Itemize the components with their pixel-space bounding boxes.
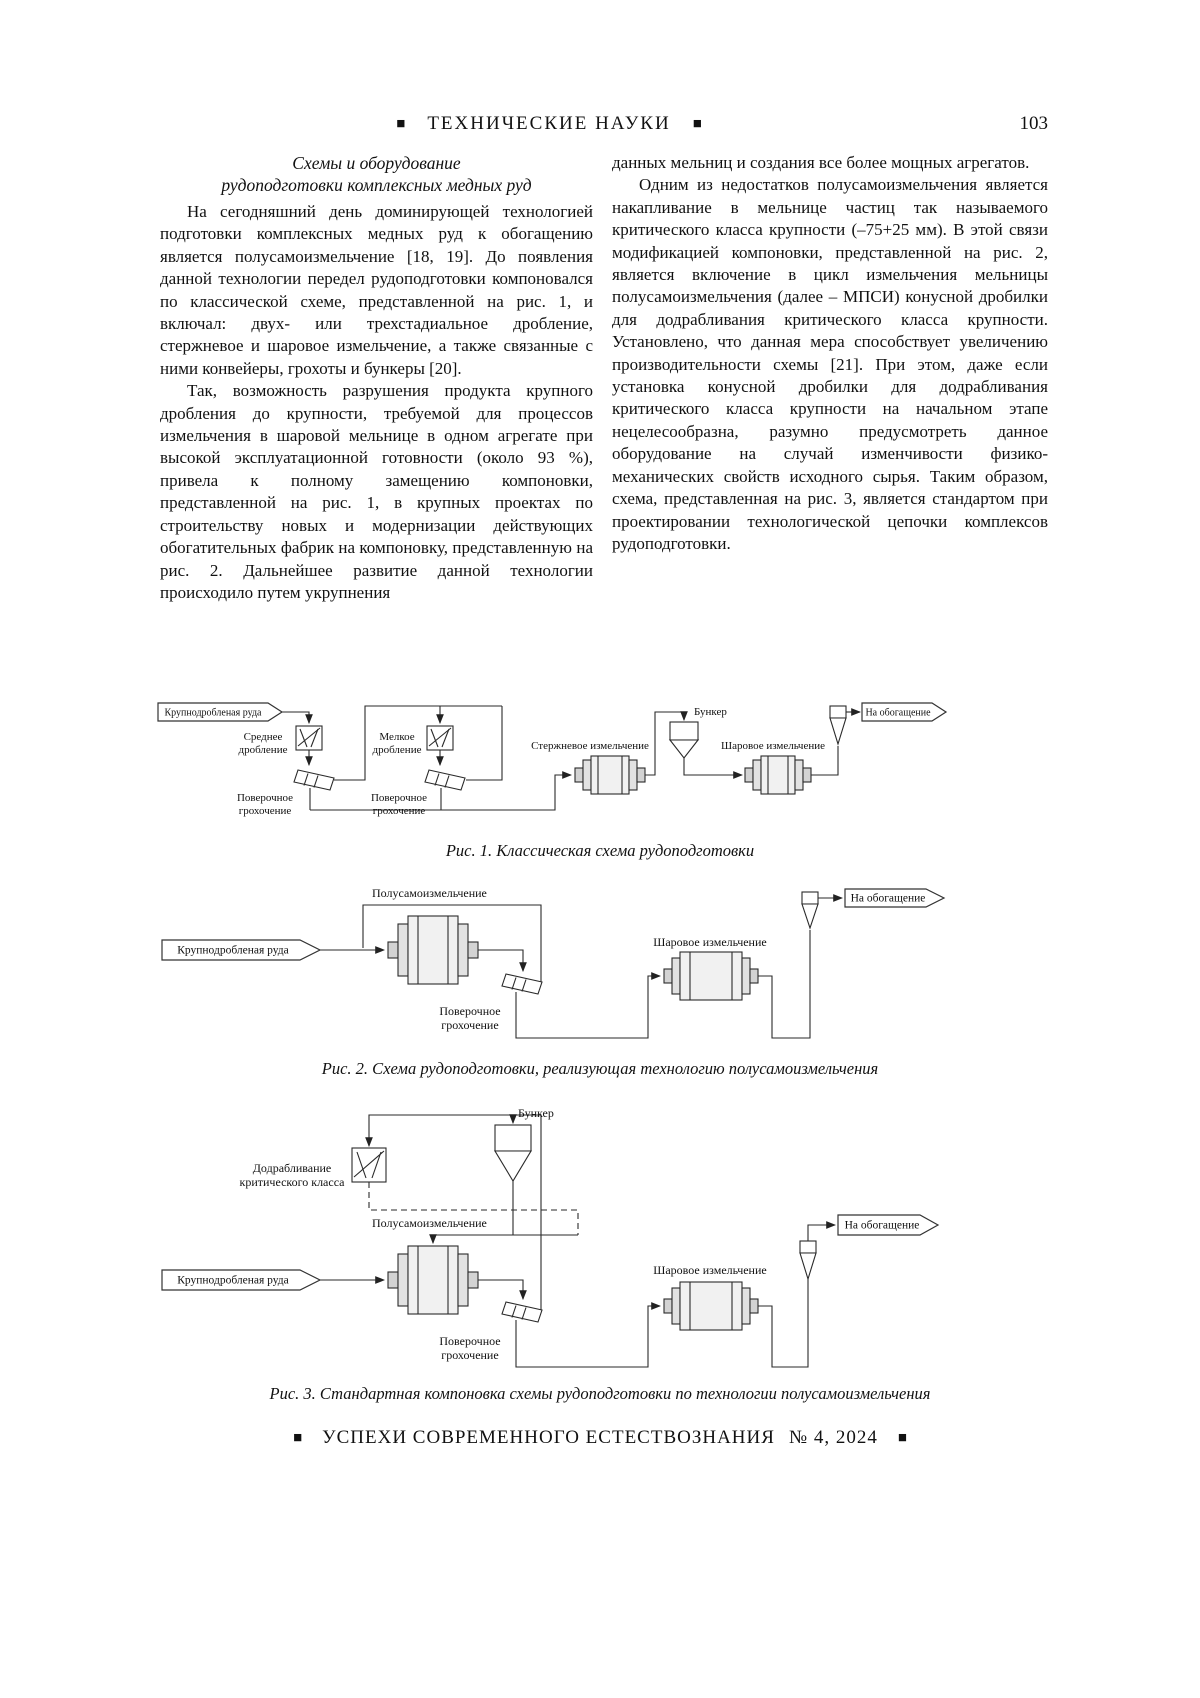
fig1-rod-mill-icon: [574, 755, 646, 795]
fig3-sag-feed-line: [429, 1234, 578, 1245]
fig1-bunker-icon: [668, 721, 700, 759]
label-check-screening-2: Поверочное грохочение: [370, 792, 428, 817]
fig1-fine-crusher-icon: [426, 725, 454, 751]
label-check-screening: Поверочное грохочение: [439, 1004, 501, 1032]
page-header: ■ ТЕХНИЧЕСКИЕ НАУКИ ■ 103: [160, 113, 1048, 139]
label-sag-milling: Полусамоизмельчение: [372, 886, 487, 900]
fig2-recycle-line: [362, 904, 542, 983]
label-ball-milling: Шаровое измельчение: [653, 935, 767, 949]
fig3-ball-mill-icon: [663, 1281, 759, 1331]
fig3-check-screen-icon: [501, 1301, 543, 1323]
label-ball-milling: Шаровое измельчение: [653, 1263, 767, 1277]
fig1-check-screen-icon-2: [424, 769, 466, 791]
label-rod-milling: Стержневое измельчение: [531, 740, 649, 752]
fig1-oversize-line: [334, 705, 502, 781]
fig2-input-tag-label: Крупнодробленая руда: [177, 945, 289, 957]
figure-1-caption: Рис. 1. Классическая схема рудоподготовк…: [445, 841, 755, 860]
fig1-line: [811, 746, 839, 776]
fig1-collector-line: [310, 771, 573, 811]
fig2-undersize-line: [515, 972, 662, 1039]
fig1-line: [683, 758, 744, 779]
fig2-output-tag: На обогащение: [844, 888, 946, 908]
paragraph: Одним из недостатков полусамоизмельчения…: [612, 175, 1048, 553]
article-title-line1: Схемы и оборудование: [292, 153, 461, 173]
fig1-hydrocyclone-icon: [829, 705, 847, 746]
footer-right-square-icon: ■: [897, 1430, 907, 1446]
article-title-line2: рудоподготовки комплексных медных руд: [221, 175, 532, 195]
fig3-dashed-line: [368, 1182, 579, 1235]
figure-1-diagram: Крупнодробленая руда: [157, 702, 948, 811]
label-sag-milling: Полусамоизмельчение: [372, 1216, 487, 1230]
figure-2-diagram: Крупнодробленая руда: [161, 888, 946, 1039]
journal-title: УСПЕХИ СОВРЕМЕННОГО ЕСТЕСТВОЗНАНИЯ: [322, 1427, 775, 1448]
label-recrushing-line1: Додрабливание: [252, 1161, 332, 1175]
label-bunker: Бункер: [694, 706, 727, 718]
figure-3-diagram: Крупнодробленая руда: [161, 1114, 940, 1368]
label-bunker: Бункер: [518, 1106, 554, 1120]
fig3-input-tag: Крупнодробленая руда: [161, 1269, 322, 1291]
fig3-sag-mill-icon: [387, 1245, 479, 1315]
fig2-ball-mill-icon: [663, 951, 759, 1001]
fig1-ball-mill-icon: [744, 755, 812, 795]
fig2-check-screen-icon: [501, 973, 543, 995]
header-right-square-icon: ■: [692, 116, 702, 132]
fig1-output-tag: На обогащение: [861, 702, 948, 722]
fig2-output-tag-label: На обогащение: [851, 893, 926, 905]
label-fine-crushing: Мелкое дробление: [372, 731, 422, 756]
fig1-recycle-line: [466, 706, 503, 781]
fig3-hydrocyclone-icon: [799, 1240, 817, 1281]
figure-2-caption: Рис. 2. Схема рудоподготовки, реализующа…: [321, 1059, 879, 1078]
article-title: Схемы и оборудование рудоподготовки комп…: [160, 152, 593, 196]
figure-2: Крупнодробленая руда: [150, 880, 1050, 1055]
fig3-undersize-line: [515, 1302, 662, 1368]
paragraph: На сегодняшний день доминирующей техноло…: [160, 202, 593, 378]
figure-3-caption: Рис. 3. Стандартная компоновка схемы руд…: [269, 1384, 931, 1403]
fig3-bunker-icon: [494, 1124, 532, 1183]
fig1-feed-line: [282, 711, 313, 725]
fig3-input-tag-label: Крупнодробленая руда: [177, 1275, 289, 1287]
figure-1: Крупнодробленая руда: [150, 698, 1050, 838]
fig3-output-tag-label: На обогащение: [845, 1220, 920, 1232]
left-column: Схемы и оборудование рудоподготовки комп…: [160, 152, 593, 604]
fig2-hydrocyclone-icon: [801, 891, 819, 930]
label-ball-milling: Шаровое измельчение: [720, 740, 826, 752]
fig2-input-tag: Крупнодробленая руда: [161, 939, 322, 961]
paragraph: данных мельниц и создания все более мощн…: [612, 153, 1030, 172]
page-number: 103: [1019, 113, 1049, 134]
running-head: ■ ТЕХНИЧЕСКИЕ НАУКИ ■: [160, 113, 938, 135]
fig1-input-tag-label: Крупнодробленая руда: [165, 707, 263, 718]
fig3-line: [807, 1221, 837, 1241]
fig1-output-tag-label: На обогащение: [865, 707, 931, 718]
footer-left-square-icon: ■: [293, 1430, 303, 1446]
label-check-screening-1: Поверочное грохочение: [236, 792, 294, 817]
paragraph: Так, возможность разрушения продукта кру…: [160, 381, 593, 602]
fig3-line: [478, 1279, 527, 1301]
journal-issue: № 4, 2024: [788, 1427, 878, 1448]
fig3-output-tag: На обогащение: [837, 1214, 940, 1236]
label-recrushing: Додрабливание критического класса: [236, 1161, 348, 1189]
figure-3: Крупнодробленая руда: [150, 1095, 1050, 1385]
fig3-recycle-line: [365, 1114, 542, 1311]
right-column: данных мельниц и создания все более мощн…: [612, 152, 1048, 555]
label-recrushing-line2: критического класса: [239, 1175, 345, 1189]
fig1-input-tag: Крупнодробленая руда: [157, 702, 284, 722]
label-medium-crushing: Среднее дробление: [238, 731, 288, 756]
label-check-screening: Поверочное грохочение: [439, 1334, 501, 1362]
fig3-pebble-crusher-icon: [351, 1147, 387, 1183]
fig2-line: [758, 930, 811, 1039]
fig2-line: [478, 949, 527, 973]
fig1-bunker-feed-line: [645, 711, 688, 776]
page-footer: ■ УСПЕХИ СОВРЕМЕННОГО ЕСТЕСТВОЗНАНИЯ № 4, …: [0, 1427, 1200, 1449]
header-left-square-icon: ■: [396, 116, 406, 132]
fig1-medium-crusher-icon: [295, 725, 323, 751]
fig1-check-screen-icon-1: [293, 769, 335, 791]
fig2-sag-mill-icon: [387, 915, 479, 985]
fig3-line: [758, 1279, 809, 1368]
section-title: ТЕХНИЧЕСКИЕ НАУКИ: [427, 113, 671, 134]
